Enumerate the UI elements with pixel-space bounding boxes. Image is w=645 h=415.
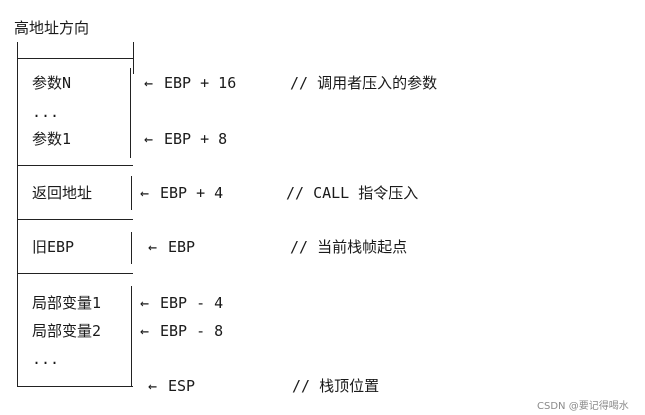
box-right-edge [131, 286, 132, 386]
stack-cell-label: ... [32, 103, 60, 121]
register-offset: EBP - 8 [160, 322, 224, 340]
stack-cell-label: ... [32, 350, 60, 368]
arrow-icon: ← [144, 74, 154, 92]
arrow-icon: ← [140, 294, 150, 312]
box-right-edge [131, 176, 132, 210]
box-right-edge [133, 42, 134, 74]
row-comment: // 栈顶位置 [292, 377, 380, 395]
arrow-icon: ← [144, 130, 154, 148]
arrow-icon: ← [148, 238, 158, 256]
arrow-icon: ← [140, 322, 150, 340]
box-bottom-border [17, 386, 133, 387]
box-top-border [17, 58, 133, 59]
watermark: CSDN @要记得喝水 [537, 401, 629, 412]
stack-cell-label: 旧EBP [32, 238, 75, 256]
box-right-edge [131, 232, 132, 264]
row-comment: // 当前栈帧起点 [290, 238, 408, 256]
box-right-edge [130, 68, 131, 158]
stack-cell-label: 返回地址 [32, 184, 93, 202]
diagram-heading: 高地址方向 [14, 19, 90, 37]
stack-cell-label: 参数N [32, 74, 72, 92]
register-offset: EBP - 4 [160, 294, 224, 312]
row-comment: // CALL 指令压入 [286, 184, 419, 202]
arrow-icon: ← [140, 184, 150, 202]
box-divider [17, 165, 133, 166]
row-comment: // 调用者压入的参数 [290, 74, 438, 92]
stack-cell-label: 局部变量1 [32, 294, 102, 312]
register-offset: ESP [168, 377, 196, 395]
register-offset: EBP + 16 [164, 74, 237, 92]
register-offset: EBP + 4 [160, 184, 224, 202]
register-offset: EBP + 8 [164, 130, 228, 148]
box-divider [17, 219, 133, 220]
register-offset: EBP [168, 238, 196, 256]
stack-cell-label: 局部变量2 [32, 322, 102, 340]
box-left-edge [17, 42, 18, 386]
arrow-icon: ← [148, 377, 158, 395]
stack-cell-label: 参数1 [32, 130, 72, 148]
box-divider [17, 273, 133, 274]
